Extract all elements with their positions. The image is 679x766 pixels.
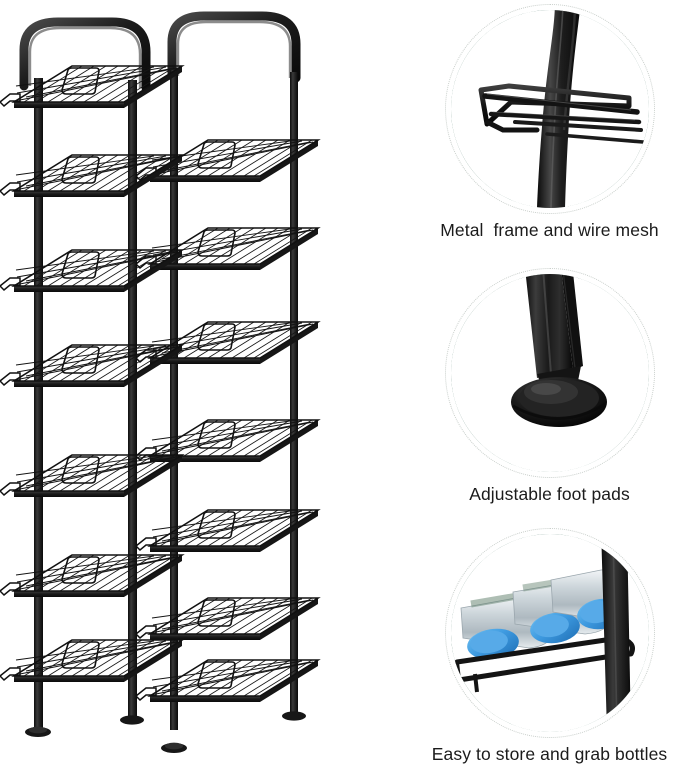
- frame-and-mesh-closeup: [450, 10, 649, 208]
- feature-metal-frame: Metal frame and wire mesh: [420, 4, 679, 241]
- post: [34, 78, 43, 728]
- rack-column-front: [19, 17, 151, 728]
- foot-pads: [25, 711, 306, 753]
- handle-icon: [167, 11, 301, 83]
- feature-caption: Easy to store and grab bottles: [431, 744, 668, 764]
- dotted-ring: [444, 4, 655, 214]
- feature-circle: [444, 268, 655, 478]
- rack-illustration: [0, 11, 319, 753]
- foot-pad-icon: [120, 715, 144, 725]
- feature-circle: [444, 4, 655, 214]
- dotted-ring: [444, 528, 655, 738]
- post: [290, 72, 298, 712]
- rack-column-back: [167, 11, 301, 730]
- feature-foot-pads: Adjustable foot pads: [420, 268, 679, 505]
- product-image: [0, 11, 319, 753]
- feature-callouts: Metal frame and wire mesh: [420, 0, 679, 766]
- handle-icon: [19, 17, 151, 93]
- feature-caption: Metal frame and wire mesh: [440, 220, 659, 240]
- post: [128, 80, 137, 716]
- feature-caption: Adjustable foot pads: [469, 484, 630, 504]
- dotted-ring: [444, 268, 655, 478]
- feature-circle: [444, 528, 655, 738]
- front-shelves: [0, 65, 183, 682]
- post: [170, 70, 178, 730]
- bottles-on-shelf-closeup: [450, 534, 649, 732]
- feature-store-bottles: Easy to store and grab bottles: [420, 528, 679, 765]
- foot-pad-closeup: [450, 274, 649, 472]
- foot-pad-icon: [282, 711, 306, 721]
